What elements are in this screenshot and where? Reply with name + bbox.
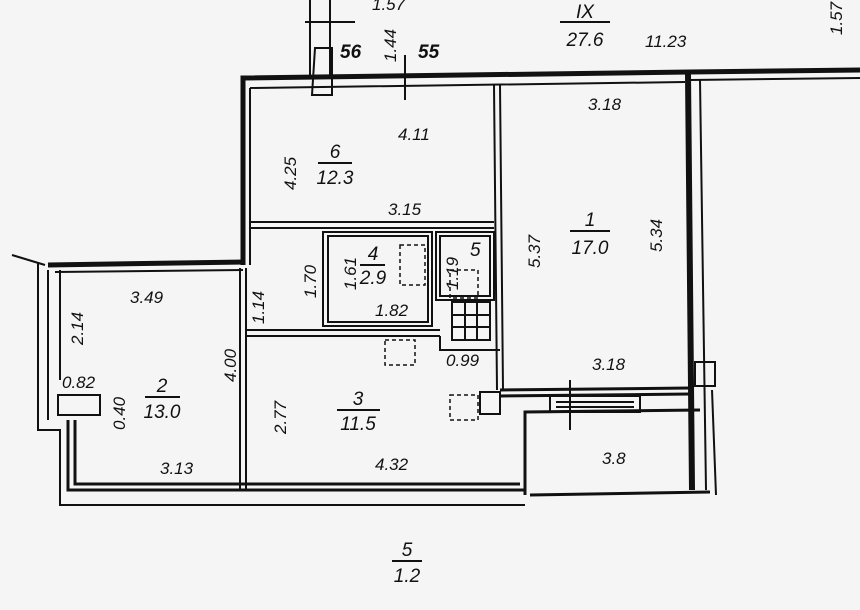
- room-5-dim: 1.19: [443, 256, 462, 290]
- room-6-area: 12.3: [317, 168, 354, 189]
- section-id: IX: [576, 2, 595, 23]
- room-2-id: 2: [156, 376, 168, 397]
- room-3-dim: 1.70: [301, 264, 320, 298]
- dim-56: 56: [340, 42, 362, 63]
- room-2-dim: 3.13: [160, 459, 194, 478]
- dim-1-44: 1.44: [381, 29, 400, 62]
- dim-55: 55: [418, 42, 440, 63]
- room-5-dim: 0.99: [446, 351, 480, 370]
- dim-11-23: 11.23: [645, 32, 687, 51]
- balcony-dim: 3.8: [602, 449, 626, 468]
- room-4-area: 2.9: [359, 268, 387, 289]
- room-2-dim: 0.82: [62, 373, 96, 392]
- room-6-dim: 4.11: [398, 125, 430, 144]
- room-1-dim: 5.34: [647, 219, 666, 252]
- balcony-id: 5: [402, 540, 413, 561]
- room-2-dim: 0.40: [110, 396, 129, 430]
- room-2-dim: 3.49: [130, 288, 164, 307]
- room-4-dim: 1.61: [341, 257, 360, 290]
- room-6-dim: 3.15: [388, 200, 422, 219]
- room-1-dim: 3.18: [588, 95, 622, 114]
- room-1-dim: 5.37: [525, 234, 544, 268]
- room-1-dim: 3.18: [592, 355, 626, 374]
- room-3-dim: 2.77: [271, 400, 290, 435]
- room-1-area: 17.0: [572, 238, 609, 259]
- room-3-dim: 4.32: [375, 455, 409, 474]
- room-2-dim: 2.14: [68, 312, 87, 346]
- dim-top: 1.57: [372, 0, 406, 14]
- room-3-area: 11.5: [340, 414, 376, 435]
- fraction-bars: [145, 21, 610, 562]
- room-4-dim: 1.82: [375, 301, 409, 320]
- room-6-dim: 4.25: [281, 156, 300, 190]
- room-2-dim: 4.00: [221, 348, 240, 382]
- room-6-id: 6: [330, 142, 341, 163]
- room-1-id: 1: [585, 210, 596, 231]
- room-3-dim: 1.14: [249, 291, 268, 324]
- section-area: 27.6: [566, 30, 604, 51]
- room-4-id: 4: [368, 244, 379, 265]
- room-2-area: 13.0: [144, 402, 181, 423]
- room-3-id: 3: [353, 389, 364, 410]
- balcony-area: 1.2: [394, 566, 421, 587]
- room-5-id: 5: [470, 240, 481, 261]
- walls: [11, 0, 860, 506]
- dim-right: 1.57: [827, 1, 846, 35]
